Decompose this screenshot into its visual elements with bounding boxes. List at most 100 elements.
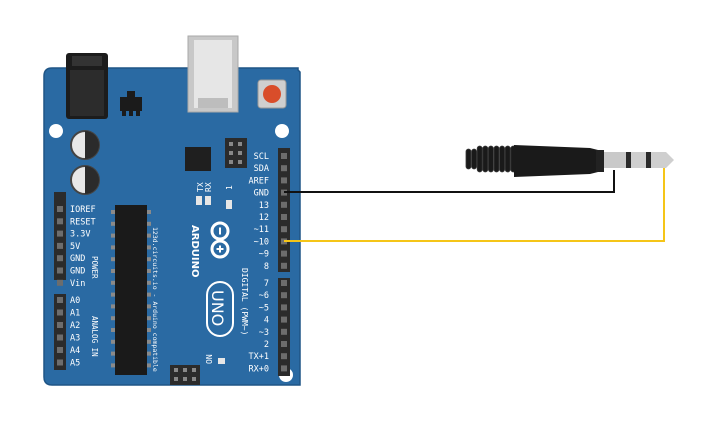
chip-pin (147, 363, 151, 368)
pin-hole-a0[interactable] (57, 297, 63, 303)
rx-label: RX (204, 182, 213, 192)
pin-hole-3[interactable] (281, 328, 287, 335)
strain-relief-rib (465, 148, 472, 170)
strain-relief-rib (493, 145, 500, 173)
pin-hole-5[interactable] (281, 304, 287, 311)
pin-hole-13[interactable] (281, 201, 287, 208)
pin-label-rx-0: RX+0 (249, 364, 269, 374)
pin-label-tx-1: TX+1 (249, 352, 269, 362)
pin-label-a4: A4 (70, 346, 80, 356)
rx-led (205, 196, 211, 205)
power-group-label: POWER (90, 256, 99, 279)
power-jack (66, 53, 108, 119)
status-leds: TX RX 1 ON (196, 182, 234, 364)
pin-hole-a2[interactable] (57, 322, 63, 328)
chip-pin (147, 280, 151, 285)
uno-badge: UNO (206, 281, 234, 337)
jack-collar (596, 150, 604, 172)
pin-label-a1: A1 (70, 309, 80, 319)
pin-hole-a5[interactable] (57, 359, 63, 366)
pin-hole-4[interactable] (281, 316, 287, 323)
chip-pin (147, 304, 151, 309)
chip-pin (111, 339, 115, 344)
pin-hole-5v[interactable] (57, 242, 63, 249)
pin-hole-12[interactable] (281, 214, 287, 220)
chip-pin (147, 269, 151, 273)
arduino-logo (210, 221, 230, 259)
chip-pin (111, 269, 115, 273)
chip-pin (147, 316, 151, 321)
strain-relief-rib (482, 145, 489, 173)
pin-hole-7[interactable] (281, 280, 287, 286)
chip-pin (111, 304, 115, 309)
pin-label-gnd: GND (70, 267, 85, 277)
pin-label-5v: 5V (70, 242, 80, 252)
icsp-header (225, 138, 247, 168)
left-header-bottom (54, 294, 66, 370)
pin-hole-3-3v[interactable] (57, 230, 63, 237)
plug-ring-insulator (626, 152, 631, 168)
pin-hole-ioref[interactable] (57, 206, 63, 212)
strain-relief-rib (471, 148, 478, 170)
usb-controller-chip (185, 147, 211, 171)
pin-label-gnd: GND (254, 189, 269, 199)
pin-label-a2: A2 (70, 321, 80, 331)
pin-label-2: 2 (264, 340, 269, 350)
mounting-hole (49, 124, 63, 138)
pin-hole-scl[interactable] (281, 153, 287, 159)
chip-pin (111, 221, 115, 226)
pin-label-scl: SCL (254, 152, 269, 162)
arduino-brand: ARDUINO (189, 225, 200, 277)
pin-label-13: 13 (259, 201, 269, 211)
pin-hole-2[interactable] (281, 341, 287, 347)
pin-hole-6[interactable] (281, 292, 287, 299)
pin-label-a3: A3 (70, 334, 80, 344)
pin-hole-tx-1[interactable] (281, 353, 287, 360)
analog-group-label: ANALOG IN (90, 316, 99, 357)
chip-pin (111, 233, 115, 238)
chip-pin (111, 245, 115, 250)
pin-hole-reset[interactable] (57, 218, 63, 225)
pin-hole-sda[interactable] (281, 165, 287, 172)
microcontroller-chip (111, 205, 151, 375)
pin-label-12: 12 (259, 213, 269, 223)
uno-label: UNO (208, 290, 227, 326)
chip-pin (111, 257, 115, 262)
chip-pin (111, 328, 115, 332)
pin-label-3-3v: 3.3V (70, 230, 90, 240)
board-credit: 123d.circuits.io - Arduino compatible (151, 227, 159, 372)
pin-hole-vin[interactable] (57, 279, 63, 286)
pin-label-ioref: IOREF (70, 205, 96, 215)
signal-wire[interactable] (284, 168, 665, 242)
wires (284, 168, 665, 242)
strain-relief-rib (499, 145, 506, 173)
capacitor (70, 130, 100, 160)
pin-hole-gnd[interactable] (57, 255, 63, 262)
chip-pin (147, 351, 151, 356)
pin-hole-a3[interactable] (57, 334, 63, 341)
pin-hole-11[interactable] (281, 226, 287, 233)
chip-pin (111, 280, 115, 285)
pin-hole-a4[interactable] (57, 347, 63, 353)
reset-button[interactable] (257, 79, 287, 109)
pin-hole-rx-0[interactable] (281, 365, 287, 372)
pin-hole-8[interactable] (281, 262, 287, 269)
chip-pin (147, 221, 151, 226)
pin-hole-aref[interactable] (281, 177, 287, 184)
pin-label-7: 7 (264, 279, 269, 289)
arduino-board: TX RX 1 ON 123d.circuits.io - Arduino co… (43, 35, 301, 386)
strain-relief-rib (487, 145, 494, 173)
pin-hole-a1[interactable] (57, 309, 63, 316)
chip-pin (147, 210, 151, 214)
chip-pin (111, 316, 115, 321)
pin-hole-9[interactable] (281, 250, 287, 257)
jack-body (514, 145, 598, 177)
pin-label-6: ~6 (259, 291, 269, 301)
pin-hole-gnd[interactable] (57, 267, 63, 274)
ground-wire[interactable] (284, 170, 615, 193)
chip-pin (147, 292, 151, 297)
chip-pin (147, 233, 151, 238)
chip-pin (147, 339, 151, 344)
